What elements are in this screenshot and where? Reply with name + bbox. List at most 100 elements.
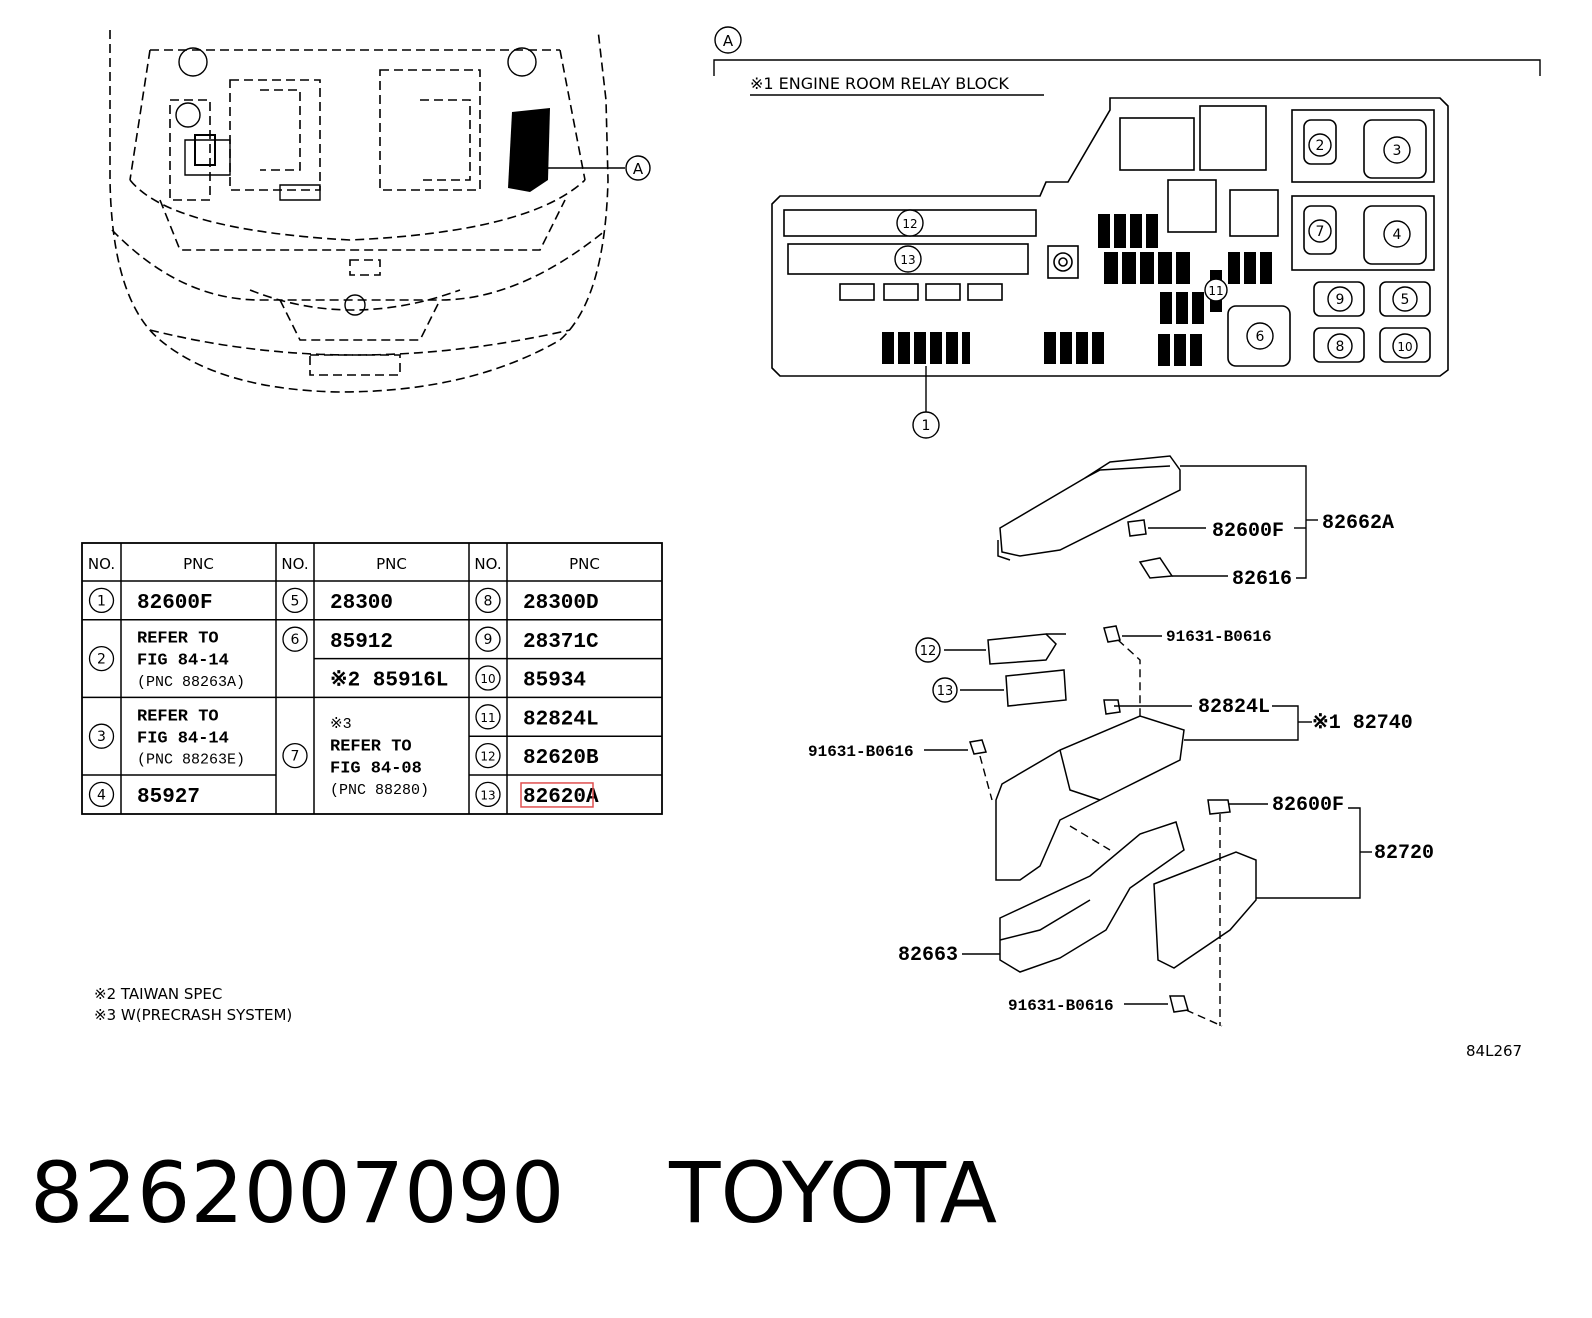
- relay-number-6: 6: [1256, 329, 1265, 345]
- pnc-no-8: 8: [484, 593, 493, 609]
- relay-circle-7: [1308, 219, 1332, 243]
- pnc-no-5: 5: [291, 593, 300, 609]
- relay-circle-1: [912, 411, 940, 439]
- pnc-no-7: 7: [291, 749, 300, 765]
- relay-number-3: 3: [1393, 143, 1402, 159]
- pnc-value: 85934: [523, 670, 586, 693]
- pnc-no-circle: [88, 723, 115, 749]
- relay-number-13: 13: [900, 253, 915, 267]
- relay-circle-13: [894, 245, 922, 273]
- relay-block-fuses: [882, 214, 1272, 366]
- pnc-value: 28371C: [523, 631, 599, 654]
- pnc-value: REFER TO: [137, 630, 219, 649]
- relay-number-4: 4: [1393, 227, 1402, 243]
- pnc-header-3: PNC: [376, 555, 407, 573]
- pnc-no-circle: [475, 742, 501, 769]
- pnc-value: 82824L: [523, 708, 599, 731]
- pnc-no-circle: [88, 781, 115, 808]
- note-precrash-system: ※3 W(PRECRASH SYSTEM): [94, 1006, 292, 1024]
- pnc-no-1: 1: [97, 593, 106, 609]
- relay-circle-2: [1308, 133, 1332, 157]
- pnc-no-circle: [88, 645, 115, 672]
- relay-circle-9: [1327, 286, 1353, 312]
- pnc-no-circle: [282, 742, 308, 769]
- pnc-value: ※3: [330, 716, 352, 733]
- pnc-header-0: NO.: [88, 555, 115, 573]
- exploded-view-dashed-lines: [979, 639, 1223, 1027]
- part-12-label: 12: [920, 644, 937, 659]
- relay-block-title: ※1 ENGINE ROOM RELAY BLOCK: [750, 74, 1009, 93]
- pnc-value: 82600F: [137, 592, 213, 615]
- relay-circle-8: [1327, 333, 1353, 359]
- relay-number-1: 1: [922, 418, 931, 434]
- pnc-value: (PNC 88280): [330, 782, 429, 799]
- pnc-value: 85912: [330, 631, 393, 654]
- section-a-circle: [714, 26, 742, 54]
- exploded-view-leaders: [924, 465, 1372, 1005]
- relay-circle-11: [1204, 278, 1228, 302]
- pnc-table-border: [81, 542, 663, 815]
- relay-number-10: 10: [1397, 340, 1412, 354]
- section-a-bracket: [713, 59, 1541, 76]
- pnc-no-4: 4: [97, 787, 106, 803]
- pnc-value: (PNC 88263A): [137, 674, 245, 691]
- part-number-footer: 8262007090 TOYOTA: [30, 1138, 997, 1248]
- pnc-no-circle: [475, 781, 501, 808]
- part-91631-a-label: 91631-B0616: [1166, 628, 1272, 646]
- pnc-header-2: NO.: [281, 555, 308, 573]
- pnc-no-11: 11: [480, 711, 495, 725]
- pnc-no-circle: [282, 587, 308, 614]
- relay-circle-3: [1383, 136, 1411, 164]
- pnc-no-9: 9: [484, 632, 493, 648]
- pnc-value: REFER TO: [137, 707, 219, 726]
- pnc-highlight-box: [520, 782, 594, 808]
- parts-diagram: A A ※1 ENGINE ROOM RELAY BLOCK: [81, 26, 1541, 1060]
- pnc-header-4: NO.: [474, 555, 501, 573]
- pnc-value: FIG 84-14: [137, 652, 229, 671]
- relay-circle-6: [1246, 322, 1274, 350]
- relay-number-5: 5: [1401, 292, 1410, 308]
- pnc-no-3: 3: [97, 729, 106, 745]
- part-82824l-label: 82824L: [1198, 696, 1270, 719]
- pnc-value: 82620A: [523, 786, 599, 809]
- relay-number-12: 12: [902, 217, 917, 231]
- pnc-value: REFER TO: [330, 738, 412, 757]
- relay-circle-4: [1383, 220, 1411, 248]
- pnc-no-circle: [475, 665, 501, 691]
- pnc-no-circle: [475, 704, 501, 730]
- figure-code: 84L267: [1466, 1042, 1522, 1060]
- hatch-mark: [194, 134, 216, 166]
- relay-block-location: [508, 108, 550, 192]
- pnc-no-2: 2: [97, 652, 106, 668]
- callout-a-label: A: [633, 160, 644, 178]
- pnc-header-1: PNC: [183, 555, 214, 573]
- section-a-label: A: [723, 32, 734, 50]
- part-91631-c-label: 91631-B0616: [1008, 997, 1114, 1015]
- note-taiwan-spec: ※2 TAIWAN SPEC: [94, 985, 222, 1003]
- relay-number-9: 9: [1336, 292, 1345, 308]
- pnc-no-circle: [475, 587, 501, 614]
- relay-circle-12: [896, 209, 924, 237]
- part-91631-b-label: 91631-B0616: [808, 743, 914, 761]
- pnc-header-5: PNC: [569, 555, 600, 573]
- pnc-value: 85927: [137, 786, 200, 809]
- part-82616-label: 82616: [1232, 568, 1292, 591]
- pnc-no-12: 12: [480, 750, 495, 764]
- part-82740-label: ※1 82740: [1312, 712, 1413, 735]
- part-13-label: 13: [937, 684, 954, 699]
- part-82662a-label: 82662A: [1322, 512, 1394, 535]
- relay-number-2: 2: [1316, 138, 1325, 154]
- pnc-value: 82620B: [523, 747, 599, 770]
- pnc-value: (PNC 88263E): [137, 752, 245, 769]
- part-number: 8262007090: [30, 1144, 565, 1242]
- relay-number-11: 11: [1208, 284, 1223, 298]
- part-82663-label: 82663: [898, 944, 958, 967]
- callout-a-circle: [625, 155, 651, 181]
- part-82600f-top-label: 82600F: [1212, 520, 1284, 543]
- part-82600f-bottom-label: 82600F: [1272, 794, 1344, 817]
- pnc-value: FIG 84-08: [330, 760, 422, 779]
- relay-block-outline: [771, 97, 1449, 377]
- part-12-circle: [915, 637, 941, 663]
